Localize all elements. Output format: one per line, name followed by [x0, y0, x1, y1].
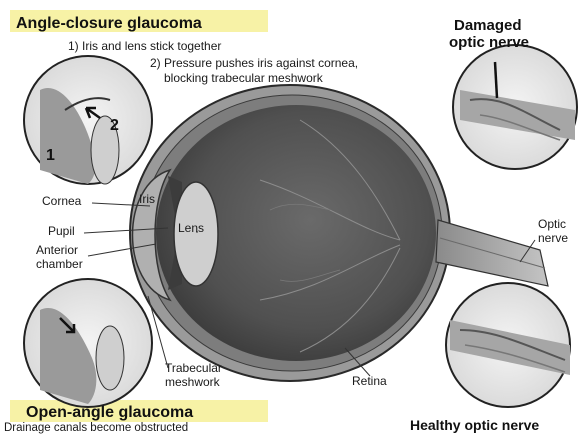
trabecular-meshwork-label-line2: meshwork	[165, 375, 221, 389]
inset-step-number-1: 1	[46, 147, 55, 164]
pupil-label: Pupil	[48, 224, 75, 238]
step2-note-line2: blocking trabecular meshwork	[164, 71, 324, 85]
step2-note-line1: 2) Pressure pushes iris against cornea,	[150, 56, 358, 70]
open-angle-heading: Open-angle glaucoma	[26, 404, 193, 421]
damaged-heading-line2: optic nerve	[449, 34, 529, 51]
damaged-nerve-inset	[453, 45, 577, 169]
cornea-label: Cornea	[42, 194, 82, 208]
healthy-heading: Healthy optic nerve	[410, 417, 539, 433]
angle-closure-inset	[24, 56, 152, 184]
open-angle-description: Drainage canals become obstructed	[4, 422, 188, 434]
step1-note: 1) Iris and lens stick together	[68, 39, 221, 53]
anterior-chamber-label-line2: chamber	[36, 257, 83, 271]
angle-closure-heading: Angle-closure glaucoma	[16, 15, 202, 32]
healthy-nerve-inset	[446, 283, 570, 407]
anterior-chamber-label-line1: Anterior	[36, 243, 78, 257]
optic-nerve-label-line2: nerve	[538, 231, 568, 245]
damaged-heading-line1: Damaged	[454, 17, 522, 34]
trabecular-meshwork-label-line1: Trabecular	[165, 361, 222, 375]
optic-nerve-label-line1: Optic	[538, 217, 566, 231]
open-angle-inset	[24, 279, 152, 407]
inset-step-number-2: 2	[110, 117, 119, 134]
retina-label: Retina	[352, 374, 387, 388]
iris-label: Iris	[139, 192, 155, 206]
lens-label: Lens	[178, 221, 204, 235]
